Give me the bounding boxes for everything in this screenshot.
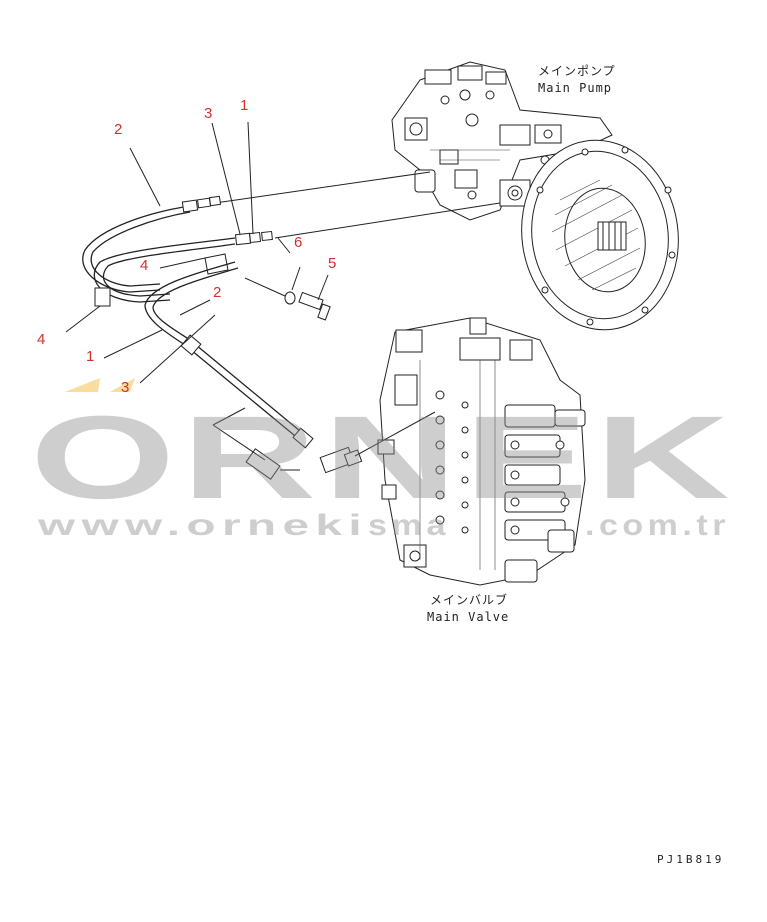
- hose-assembly: [82, 195, 363, 480]
- callout-3-left: 3: [121, 379, 129, 396]
- callout-3-top: 3: [204, 105, 212, 122]
- watermark-url-end: .com.tr: [585, 509, 730, 542]
- watermark-url: www.orneki: [36, 509, 368, 542]
- pump-label-en: Main Pump: [538, 81, 612, 95]
- main-valve-drawing: [377, 317, 586, 586]
- callout-5: 5: [328, 255, 336, 272]
- watermark-accent-shape: [65, 378, 135, 392]
- valve-label-jp: メインバルブ: [430, 592, 508, 607]
- watermark-url-middle: sma: [368, 509, 450, 542]
- callout-1-left: 1: [86, 348, 94, 365]
- callout-4-mid: 4: [140, 257, 148, 274]
- valve-label-en: Main Valve: [427, 610, 509, 624]
- main-pump-drawing: [391, 61, 679, 331]
- callout-4-left: 4: [37, 331, 45, 348]
- callout-6: 6: [294, 234, 302, 251]
- callout-2-mid: 2: [213, 284, 221, 301]
- drawing-code: PJ1B819: [657, 853, 724, 866]
- callout-2-top: 2: [114, 121, 122, 138]
- callout-1-top: 1: [240, 97, 248, 114]
- watermark-brand: ORNEK: [30, 392, 736, 524]
- pump-label-jp: メインポンプ: [538, 64, 616, 78]
- bolt-and-washer: [244, 277, 331, 321]
- watermark: ORNEK www.orneki sma .com.tr: [30, 378, 736, 542]
